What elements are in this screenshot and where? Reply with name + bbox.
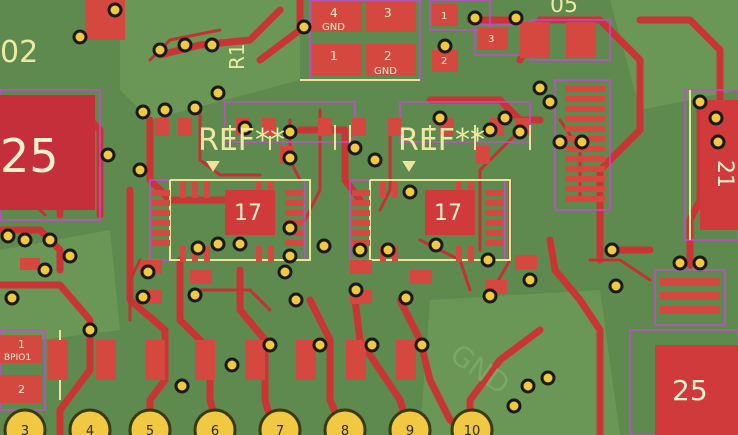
pad-number-1: 1 bbox=[330, 49, 338, 63]
mini-pad-2: 2 bbox=[441, 56, 447, 67]
pad-number-3: 3 bbox=[384, 6, 392, 20]
header-pin-3: 3 bbox=[21, 424, 29, 435]
pad-net-gnd-bottom: GND bbox=[374, 66, 397, 77]
r-silk-text: R1 bbox=[225, 43, 249, 70]
ref-label-right: REF** bbox=[398, 123, 485, 158]
ic-ref-top-left-partial: 02 bbox=[0, 35, 38, 70]
ic-ref-big-right: 25 bbox=[672, 374, 708, 407]
ref-label-left: REF** bbox=[198, 123, 285, 158]
pad-number-4: 4 bbox=[330, 6, 338, 20]
header-pin-5: 5 bbox=[146, 424, 154, 435]
bpi-pad-1: 1 bbox=[18, 338, 25, 351]
ic-ref-u-right: 17 bbox=[434, 201, 462, 226]
ic-ref-u-left: 17 bbox=[234, 201, 262, 226]
header-pin-10: 10 bbox=[464, 424, 481, 435]
header-pin-9: 9 bbox=[406, 424, 414, 435]
header-pin-4: 4 bbox=[86, 424, 94, 435]
pad-net-gnd-top: GND bbox=[322, 22, 345, 33]
header-pin-numbers: 3 4 5 6 7 8 9 10 bbox=[21, 424, 480, 435]
mini-pad-1: 1 bbox=[441, 11, 447, 22]
ic-ref-edge-right: 21 bbox=[712, 160, 737, 188]
ic-ref-big-left: 25 bbox=[0, 129, 59, 183]
vias bbox=[0, 2, 726, 414]
header-pin-rings bbox=[3, 408, 494, 435]
header-pin-7: 7 bbox=[276, 424, 284, 435]
bpi-pad-2: 2 bbox=[18, 383, 25, 396]
header-pin-6: 6 bbox=[211, 424, 219, 435]
bpi-net-label: BPIO1 bbox=[4, 353, 31, 363]
ic-ref-top-right-partial: 05 bbox=[550, 0, 578, 18]
mini-pad-3: 3 bbox=[488, 34, 494, 45]
header-pin-8: 8 bbox=[341, 424, 349, 435]
pad-number-2: 2 bbox=[384, 49, 392, 63]
